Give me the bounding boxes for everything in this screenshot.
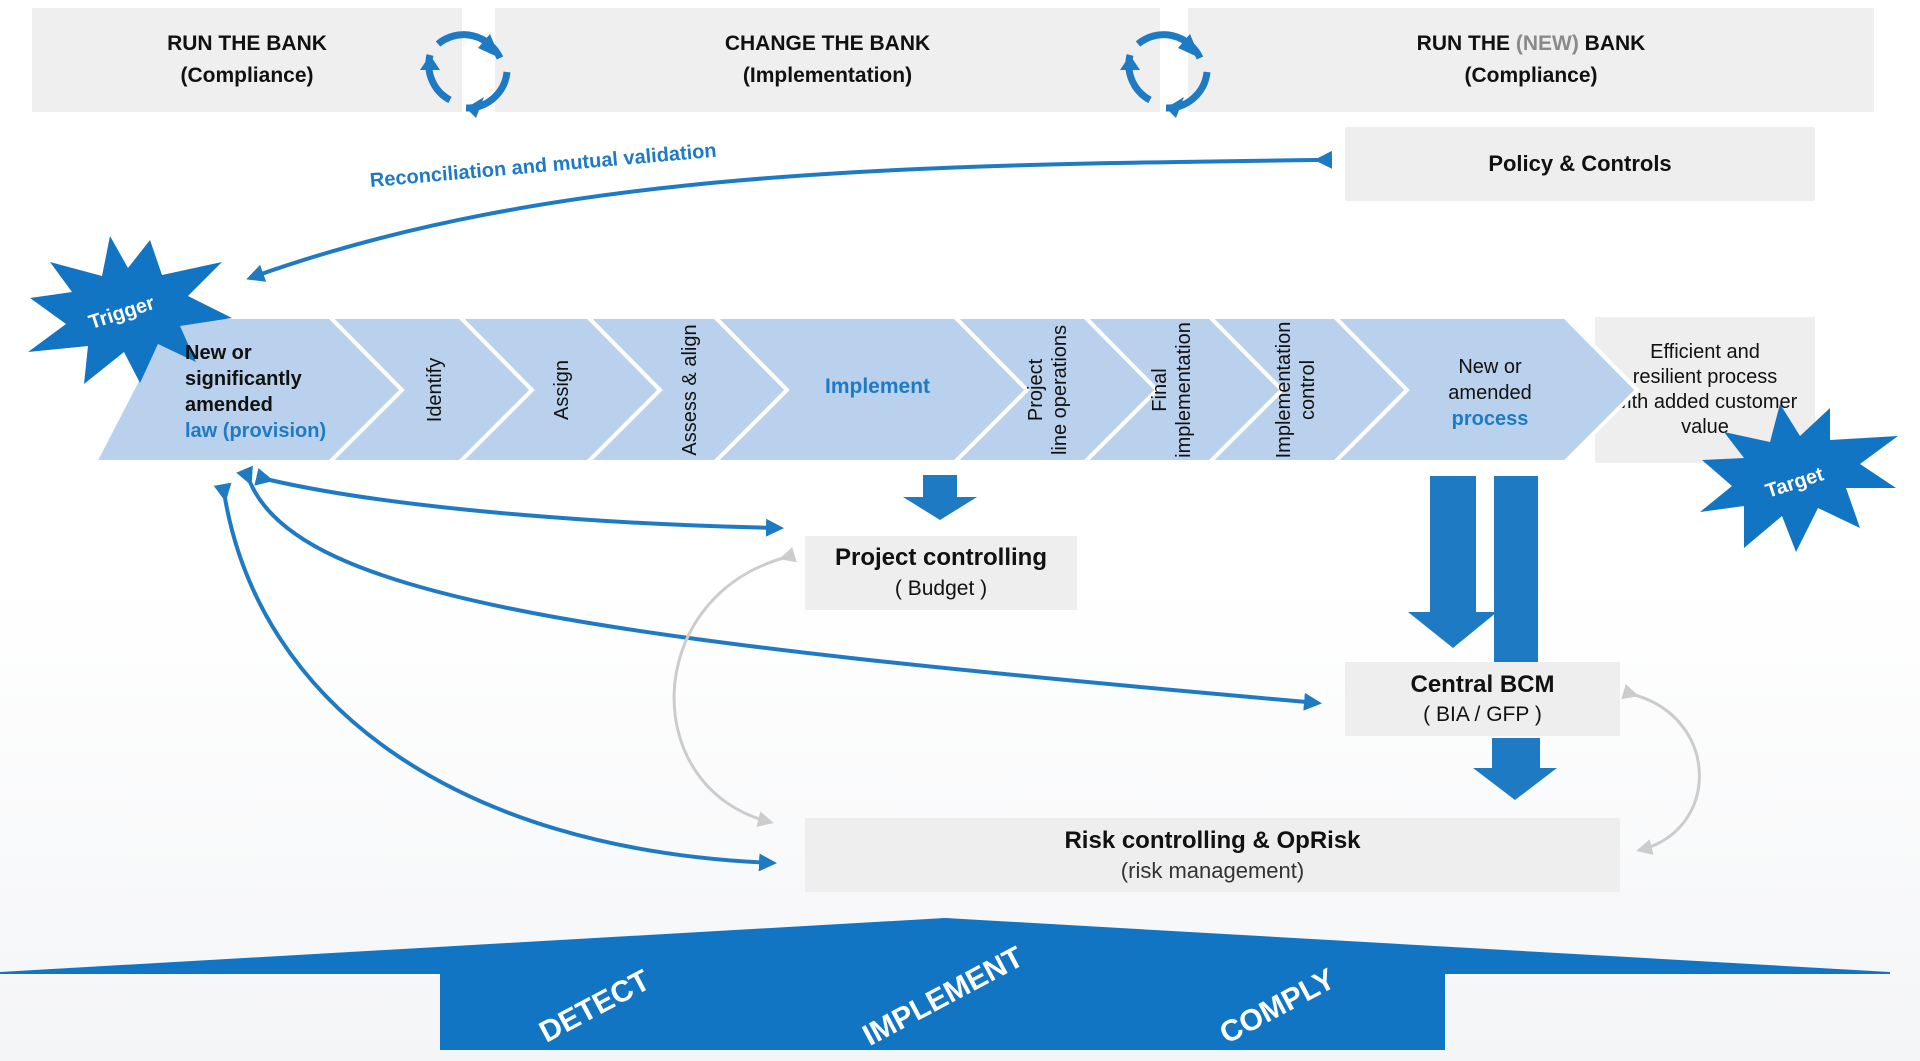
step-start-law: law (provision) [185,420,327,442]
chevron-new-process [1330,315,1640,464]
bcm-connector-bar [1494,476,1538,662]
step-start-text: New or significantly amended law (provis… [185,340,326,444]
step-implement-label: Implement [825,375,931,398]
header-subtitle: (Compliance) [1464,64,1598,87]
step-new-line: New or [1458,356,1522,378]
step-project-line: Project [1025,358,1047,422]
gray-arrow-left [672,546,797,827]
step-identify-label: Identify [424,357,446,423]
step-assess-label: Assess & align [679,324,701,456]
step-final-label: Final implementation [1148,322,1196,458]
gray-arrow-right [1621,683,1701,855]
risk-controlling-sub: (risk management) [1120,858,1305,883]
base-roof [0,918,1890,972]
process-chevrons [91,315,1640,464]
implement-down-arrow [903,475,977,520]
title-new: (NEW) [1515,32,1579,55]
step-start-line: significantly [185,368,302,390]
result-line: resilient process [1632,366,1778,388]
header-subtitle: (Implementation) [742,64,913,87]
header-subtitle: (Compliance) [180,64,314,87]
policy-controls-label: Policy & Controls [1488,151,1672,176]
result-line: value [1681,416,1729,438]
step-start-line: amended [185,394,273,416]
step-project-label: Project line operations [1024,325,1072,455]
risk-controlling-title: Risk controlling & OpRisk [1064,827,1361,854]
bcm-down-arrow [1473,738,1557,800]
step-assign-label: Assign [551,359,573,421]
header-title: CHANGE THE BANK [724,32,931,55]
header-change-the-bank: CHANGE THE BANK (Implementation) [495,8,1160,112]
arrow-to-central-bcm [236,465,1322,711]
reconciliation-arrow [246,150,1333,282]
step-new-line: amended [1448,382,1532,404]
central-bcm-box: Central BCM ( BIA / GFP ) [1345,662,1620,736]
policy-controls-box: Policy & Controls [1345,127,1815,201]
risk-controlling-box: Risk controlling & OpRisk (risk manageme… [805,818,1620,892]
base-platform [0,918,1890,1050]
target-starburst [1700,404,1898,552]
arrow-to-project-controlling [254,468,784,537]
step-project-line: line operations [1049,324,1071,456]
central-bcm-sub: ( BIA / GFP ) [1423,703,1542,726]
step-start-line: New or [185,342,252,364]
trigger-starburst [28,236,232,384]
header-run-the-new-bank: RUN THE (NEW) BANK (Compliance) [1188,8,1874,112]
step-new-process-text: New or amended process [1410,354,1570,432]
step-impl-control-line: Implementation [1273,321,1295,459]
header-run-the-bank: RUN THE BANK (Compliance) [32,8,462,112]
cycle-icon [1120,31,1211,118]
step-final-line: Final [1149,368,1171,412]
step-new-process: process [1451,408,1529,430]
step-impl-control-line: control [1297,359,1319,421]
title-part: RUN THE [1416,32,1516,55]
arrow-to-risk-controlling [213,482,777,872]
header-title: RUN THE (NEW) BANK [1188,28,1874,60]
title-part: BANK [1578,32,1646,55]
result-line: Efficient and [1650,341,1760,363]
step-final-line: implementation [1173,322,1195,458]
process-down-arrow [1408,476,1497,648]
cycle-icon [420,31,511,118]
step-impl-control-label: Implementation control [1272,322,1320,459]
result-line: with added customer [1612,391,1798,413]
central-bcm-title: Central BCM [1410,671,1555,698]
header-title: RUN THE BANK [167,32,327,55]
